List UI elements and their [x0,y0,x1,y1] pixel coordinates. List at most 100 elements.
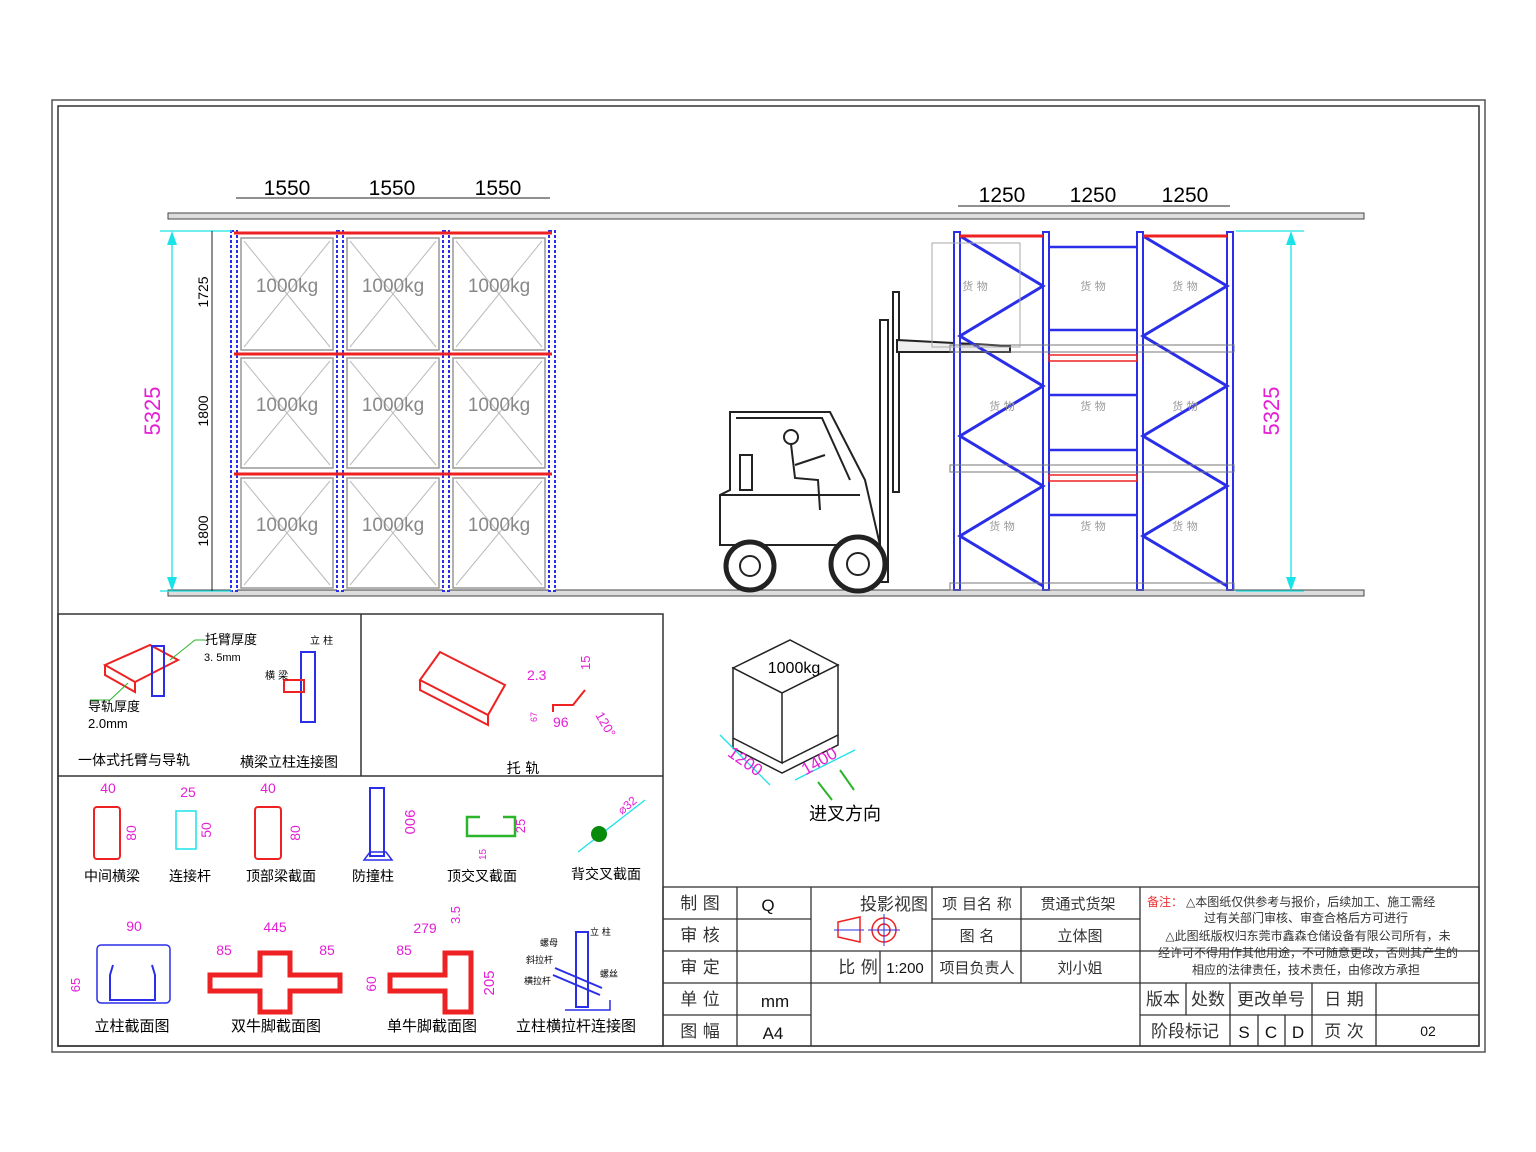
dim: 25 [513,819,528,833]
dim: 40 [260,780,276,796]
dim: 279 [413,920,437,936]
label-column: 立 柱 [590,926,611,938]
front-total-height: 5325 [140,387,165,436]
rail-thickness-label: 导轨厚度 [88,699,140,715]
arrow [167,577,177,591]
front-bay-width-1: 1550 [264,177,311,200]
arrow [1286,577,1296,591]
side-bay-width-1: 1250 [979,184,1026,207]
rail-dim-4: 96 [553,714,569,730]
arm-rail-detail: 托臂厚度 3. 5mm 导轨厚度 2.0mm 一体式托臂与导轨 [78,632,257,769]
reviewed-by-label: 审 核 [680,926,719,946]
notes-line-3: △此图纸版权归东莞市鑫森仓储设备有限公司所有，未 [1165,928,1450,943]
pallet-rail [949,344,1235,353]
pallet-rail [949,464,1235,473]
dim: 85 [216,942,232,958]
rail-dim-3: 67 [529,712,539,722]
load-label: 1000kg [468,276,530,297]
goods-label: 货 物 [1080,399,1106,413]
dim: 205 [481,970,498,995]
dim: ⌀32 [615,793,640,817]
front-level-height-3: 1800 [195,515,211,546]
section-title: 双牛脚截面图 [231,1017,321,1035]
label-bolt: 螺丝 [600,968,618,980]
fork-direction-label: 进叉方向 [809,804,881,825]
arm-thickness-label: 托臂厚度 [205,632,257,648]
section-title: 顶部梁截面 [246,869,316,885]
pallet-box-cross [349,480,437,586]
front-dimensions: 5325 1725 1800 1800 1550 1550 1550 [140,177,550,592]
arm-rail-title: 一体式托臂与导轨 [78,753,190,769]
dim: 85 [319,942,335,958]
notes-line-1: △本图纸仅供参考与报价，后续加工、施工需经 [1186,894,1435,909]
arrow [167,231,177,245]
section-title: 背交叉截面 [571,866,641,883]
rail-title: 托 轨 [507,761,539,777]
load-label: 1000kg [256,395,318,416]
front-bay-width-3: 1550 [475,177,522,200]
manager-label: 项目负责人 [939,959,1014,977]
approved-by-label: 审 定 [680,958,719,978]
pallet-isometric: 1000kg 1200 1400 进叉方向 [719,639,881,825]
scale-value: 1:200 [886,960,924,977]
side-dimensions: 1250 1250 1250 5325 [958,184,1304,592]
dim: 40 [100,780,116,796]
section-guard-post: 900 防撞柱 [352,787,418,885]
rail-dim-1: 2.3 [527,667,547,683]
floor-line [167,589,1365,597]
notes-title: 备注： [1147,894,1183,909]
project-name-label: 项 目名 称 [942,895,1012,913]
upright-column [230,230,238,592]
pallet-box-cross [243,240,331,348]
top-line [167,212,1365,220]
title-block [662,886,1480,1047]
tie-connection-detail: 螺母 斜拉杆 横拉杆 立 柱 螺丝 立柱横拉杆连接图 [516,926,636,1035]
pallet-box-cross [243,360,331,466]
notes-line-5: 相应的法律责任，技术责任，由修改方承担 [1192,962,1420,977]
section-title: 中间横梁 [84,869,140,885]
dim: 60 [363,976,379,992]
side-rack-elevation: 货 物货 物货 物货 物货 物货 物货 物货 物货 物 [931,231,1235,591]
load-label: 1000kg [362,515,424,536]
arrow [1286,231,1296,245]
pallet-box-cross [349,240,437,348]
front-level-height-2: 1800 [195,395,211,426]
label-diagonal-brace: 斜拉杆 [526,954,553,966]
drawn-by-label: 制 图 [680,894,719,914]
goods-label: 货 物 [962,279,988,293]
section-title: 顶交叉截面 [447,868,517,885]
revision-header-count: 处数 [1191,990,1225,1010]
front-level-height-1: 1725 [195,276,211,307]
stage-c: C [1265,1023,1277,1042]
revision-header-date: 日 期 [1324,990,1363,1010]
pallet-box-cross [349,360,437,466]
section-title: 立柱横拉杆连接图 [516,1017,636,1035]
side-bay-width-3: 1250 [1162,184,1209,207]
dim: 90 [126,918,142,934]
goods-label: 货 物 [1080,519,1106,533]
pallet-box-cross [455,360,543,466]
pallet-box-cross [243,480,331,586]
upright-column [442,230,450,592]
side-total-height: 5325 [1259,387,1284,436]
notes-line-4: 经许可不得用作其他用途，不可随意更改，否则其产生的 [1158,945,1458,960]
rail-dim-5: 120° [592,709,618,740]
notes-line-2: 过有关部门审核、审查合格后方可进行 [1204,910,1408,925]
stage-d: D [1292,1023,1304,1042]
label-nut: 螺母 [540,938,558,949]
load-label: 1000kg [468,515,530,536]
goods-label: 货 物 [1172,519,1198,533]
pallet-box-cross [455,480,543,586]
drawing-name: 立体图 [1057,927,1102,945]
column-section-detail: 90 65 立柱截面图 [68,918,171,1035]
project-name: 贯通式货架 [1040,895,1115,913]
beam-column-column-label: 立 柱 [310,634,333,647]
section-top-cross: 25 15 顶交叉截面 [447,815,528,885]
projection-label: 投影视图 [860,895,928,915]
beam-column-title: 横梁立柱连接图 [240,754,338,771]
load-label: 1000kg [362,395,424,416]
pallet-box-cross [455,240,543,348]
rail-thickness: 2.0mm [88,716,128,731]
